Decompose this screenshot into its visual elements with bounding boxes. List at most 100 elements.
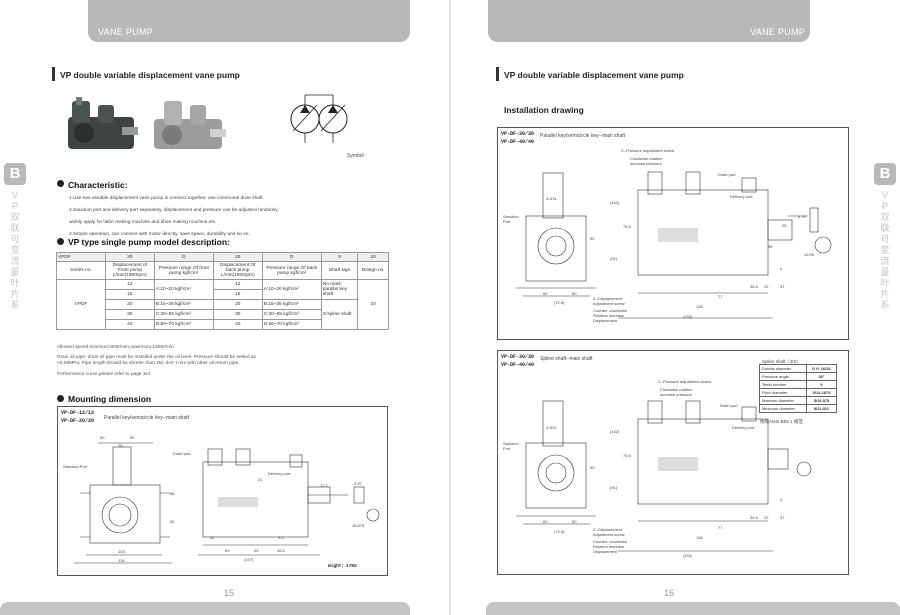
suction-label: Sauction Port xyxy=(503,214,519,224)
mounting-code: VP-DF-12/12 xyxy=(61,410,95,416)
model-header: Displacement of Front pump L/min(1800rpm… xyxy=(104,261,155,280)
dim-label: 22 xyxy=(764,284,769,289)
drawing2-svg xyxy=(516,400,812,552)
model-cell: 30 xyxy=(212,309,263,320)
left-page: VANE PUMP VP double variable displacemen… xyxy=(0,0,410,615)
left-section-title: VP double variable displacement vane pum… xyxy=(60,70,240,80)
dim-label: 126 xyxy=(118,558,125,563)
model-cell: D:50~70 kgf/cm² xyxy=(153,319,214,330)
dim-label: 77 xyxy=(718,525,723,530)
model-title: VP type single pump model description: xyxy=(68,237,230,247)
pressure-label: 2--Pressure adjustment screw xyxy=(658,379,712,384)
spline-key: Teeth number xyxy=(759,380,807,389)
dim-label: 66 xyxy=(170,491,175,496)
mounting-code: VP-DF-20/20 xyxy=(61,418,95,424)
dim-label: (232) xyxy=(683,314,693,319)
model-code: 20 xyxy=(104,252,155,262)
drawing2-caption: Spline shaft--main shaft xyxy=(540,356,593,362)
characteristic-item: 1.Use two variable displacement vane pum… xyxy=(69,196,264,201)
characteristic-item: widely apply for lathe making machine an… xyxy=(69,220,217,225)
right-section-title: VP double variable displacement vane pum… xyxy=(504,70,684,80)
mounting-drawing xyxy=(74,442,380,564)
dim-label: 21 xyxy=(258,477,263,482)
symbol-label: Symbol xyxy=(347,153,364,159)
dim-label: 22 xyxy=(764,515,769,520)
suction-label: Sauction Port xyxy=(63,464,88,469)
dim-label: 17.7 xyxy=(320,483,328,488)
model-cell: 20 xyxy=(357,279,389,330)
spline-value: 9 xyxy=(806,380,837,389)
dim-label: 136 xyxy=(696,304,703,309)
dim-label: 52 xyxy=(170,519,175,524)
installation-drawing-2: VP-DF-30/30 VP-DF-40/40 Spline shaft--ma… xyxy=(497,350,849,575)
left-footer-tab xyxy=(0,602,410,615)
model-cell: 40 xyxy=(212,319,263,330)
model-cell: B:15~35 kgf/cm² xyxy=(261,299,322,310)
spline-key: Double diameter xyxy=(759,364,807,373)
delivery-label: Delivery port xyxy=(268,471,291,476)
dim-label: 4.76 xyxy=(798,214,806,219)
model-series: VPDF xyxy=(56,279,106,330)
dim-label: 103 xyxy=(118,549,125,554)
dim-label: 90 xyxy=(590,465,595,470)
pressure-label: 2--Pressure adjustment screw xyxy=(621,148,675,153)
dim-label: 4 xyxy=(780,266,783,271)
dim-label: 31 xyxy=(210,535,215,540)
delivery-label: Delivery port xyxy=(730,194,753,199)
model-code: S xyxy=(320,252,359,262)
dim-label: 4.5 xyxy=(278,535,284,540)
dim-label: 69 xyxy=(225,548,230,553)
pump-photo-dark xyxy=(68,97,138,149)
model-table: VPDF 20 D 20 D S 20 Series no. Displacem… xyxy=(56,252,389,330)
model-cell: D:50~70 kgf/cm² xyxy=(261,319,322,330)
model-header: Design no. xyxy=(357,261,389,280)
model-header: Pressure range Of front pump kgf/cm² xyxy=(153,261,214,280)
section-marker xyxy=(496,67,499,81)
model-header: Displacement Of back pump L/min(1800rpm) xyxy=(212,261,263,280)
spline-key: Pitch diameter xyxy=(759,388,807,397)
dim-label: (142) xyxy=(610,200,620,205)
dim-label: 15.875 xyxy=(352,523,365,528)
model-code: 20 xyxy=(357,252,389,262)
pump-photo-silver xyxy=(154,101,226,149)
dim-label: (232) xyxy=(683,553,693,558)
dim-label: 60 xyxy=(572,519,577,524)
dim-label: 75.5 xyxy=(623,224,631,229)
characteristic-list: 1.Use two variable displacement vane pum… xyxy=(69,193,339,241)
drawing1-code: VP-DF-40/40 xyxy=(501,139,535,145)
bullet-icon xyxy=(57,180,64,187)
displacement-label: 2--Displacement Adjustment screw xyxy=(593,296,625,306)
dim-label: 36.5 xyxy=(277,548,285,553)
model-code: D xyxy=(261,252,322,262)
left-page-number: 15 xyxy=(224,588,235,598)
model-cell: A:10~20 kgf/cm² xyxy=(153,279,214,300)
dim-label: 60 xyxy=(572,291,577,296)
model-cell: B:15~35 kgf/cm² xyxy=(153,299,214,310)
counter-label: Counter--clockwise Rotation increase Dis… xyxy=(593,539,628,554)
side-tab-text: VP双联可变流量叶片系 xyxy=(880,190,890,310)
hydraulic-symbol xyxy=(290,94,348,143)
dim-label: 25 xyxy=(782,223,787,228)
model-cell: C:30~55 kgf/cm² xyxy=(153,309,214,320)
dim-label: 75.5 xyxy=(623,453,631,458)
suction-label: Sauction Port xyxy=(503,441,519,451)
dim-label: 37 xyxy=(780,515,785,520)
model-cell: 12 xyxy=(212,279,263,290)
rotation-label: Clockwise rotation increase pressure xyxy=(630,156,663,166)
drawing2-code: VP-DF-40/40 xyxy=(501,362,535,368)
dim-label: 4 xyxy=(780,497,783,502)
mounting-drawing-frame: VP-DF-12/12 VP-DF-20/20 Parallel key/sem… xyxy=(57,406,388,576)
dim-label: (142) xyxy=(610,429,620,434)
dim-label: (72.5) xyxy=(554,529,565,534)
right-header-tab: VANE PUMP xyxy=(488,0,810,42)
dim-label: 60 xyxy=(543,519,548,524)
model-header: Shaft sign xyxy=(320,261,359,280)
model-cell: S:spline shaft xyxy=(320,299,359,330)
page-spine xyxy=(449,0,451,615)
left-header-tab: VANE PUMP xyxy=(88,0,410,42)
mounting-caption: Parallel key/semicircle key--main shaft xyxy=(104,415,190,421)
dim-label: (91) xyxy=(610,485,618,490)
characteristic-item: 2.Sauction port and delivery port separa… xyxy=(69,208,279,213)
dim-label: 90 xyxy=(590,236,595,241)
model-code: VPDF xyxy=(56,252,106,262)
